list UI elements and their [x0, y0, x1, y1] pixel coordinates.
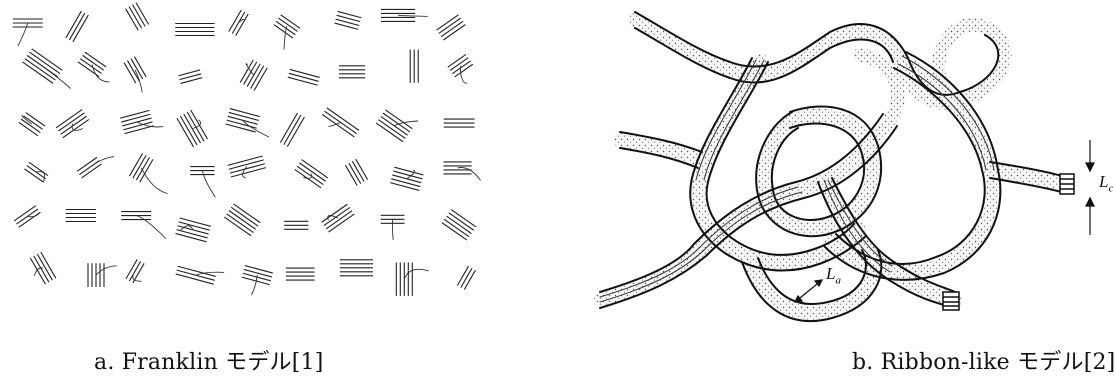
crosslink — [96, 266, 117, 275]
crystallite-stack — [224, 204, 260, 236]
lc-label: Lc — [1099, 172, 1113, 194]
crystallite-stack — [442, 210, 476, 241]
crystallite-stack — [126, 3, 149, 31]
crystallite-stack — [286, 268, 315, 280]
crystallite-stack — [66, 11, 88, 42]
franklin-model-figure — [0, 0, 520, 330]
crystallite-stack — [410, 50, 418, 83]
crystallite-stack — [178, 70, 202, 84]
crosslink — [392, 219, 393, 240]
la-dimension-arrow — [795, 280, 822, 302]
crystallite-stack — [280, 113, 304, 147]
crystallite-stack — [322, 108, 359, 137]
crystallite-stack — [335, 11, 362, 29]
crystallite-stack — [340, 260, 373, 276]
ribbon-model-panel: Lc La b. Ribbon-like モデル[2] — [560, 0, 1116, 382]
lc-dimension-arrows — [1086, 140, 1094, 235]
crosslink — [284, 26, 287, 49]
crosslink — [243, 120, 269, 137]
la-label: La — [826, 264, 841, 286]
crosslink — [89, 157, 114, 168]
crosslink — [42, 66, 70, 88]
crosslink — [398, 15, 428, 16]
crystallite-stack — [284, 221, 308, 229]
crosslink — [141, 168, 167, 194]
crystallite-stack — [436, 15, 465, 40]
franklin-caption: a. Franklin モデル[1] — [94, 344, 324, 376]
crosslink — [252, 275, 258, 295]
crystallite-stack — [288, 69, 320, 85]
crosslink — [136, 216, 166, 239]
crystallite-stack — [339, 66, 365, 78]
crystallite-stack — [66, 210, 96, 222]
crystallite-stack — [345, 159, 367, 185]
ribbon-caption: b. Ribbon-like モデル[2] — [852, 344, 1115, 376]
crosslink — [135, 70, 142, 93]
franklin-model-panel: a. Franklin モデル[1] — [0, 0, 520, 382]
crystallite-stack — [457, 266, 475, 289]
crystallite-stack — [444, 119, 475, 127]
crystallite-stack — [175, 24, 214, 36]
